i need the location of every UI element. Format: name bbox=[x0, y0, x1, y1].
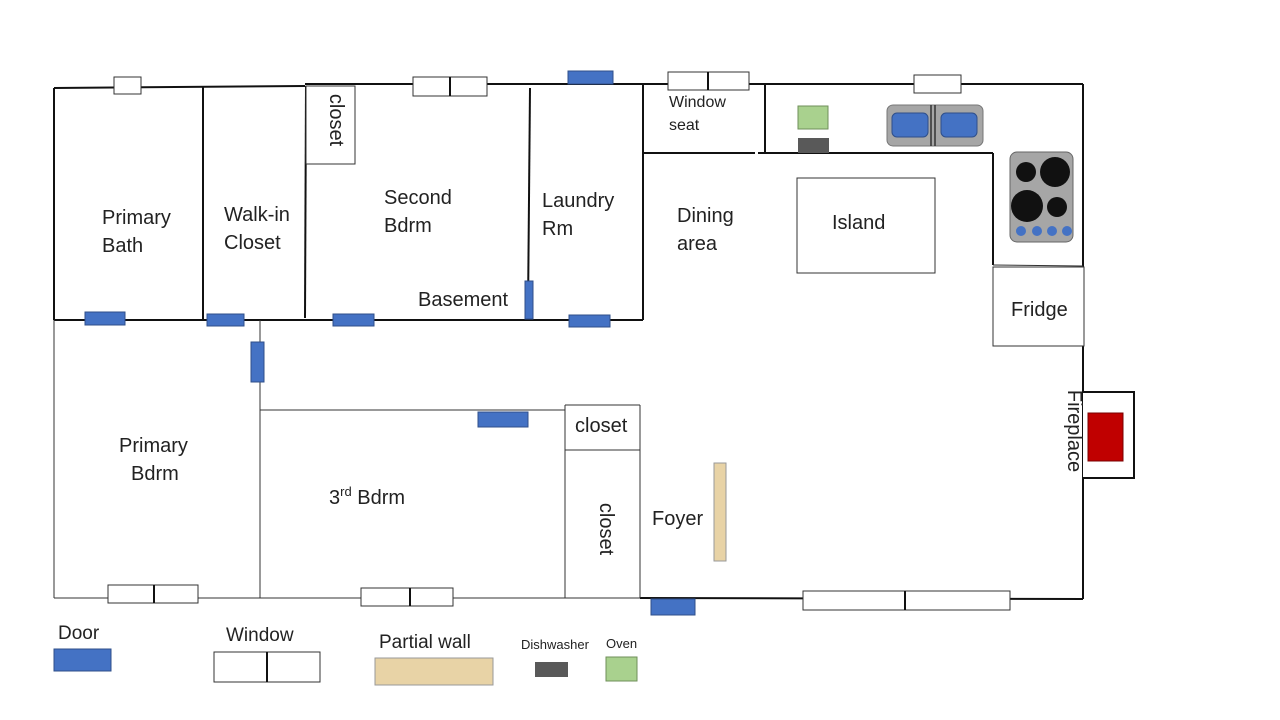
legend-oven-label: Oven bbox=[606, 636, 637, 651]
foyer-partial-wall bbox=[713, 462, 727, 562]
fridge-box bbox=[992, 266, 1085, 347]
oven bbox=[797, 105, 829, 130]
label-foyer: Foyer bbox=[652, 508, 703, 530]
fireplace-firebox bbox=[1087, 412, 1124, 462]
legend-dishwasher-label: Dishwasher bbox=[521, 637, 590, 652]
doors bbox=[84, 70, 696, 616]
top-closet-box bbox=[305, 85, 356, 165]
island-box bbox=[796, 177, 936, 274]
legend-partial-wall-swatch bbox=[374, 657, 494, 686]
label-third-bdrm: 3rd Bdrm bbox=[329, 484, 405, 509]
stove-cooktop-icon bbox=[1009, 151, 1074, 243]
dishwasher bbox=[798, 138, 829, 153]
windows bbox=[107, 71, 1011, 611]
label-basement: Basement bbox=[418, 289, 508, 311]
label-closet-lower: closet bbox=[595, 503, 617, 556]
legend-door-label: Door bbox=[58, 623, 100, 644]
legend-door-swatch bbox=[53, 648, 112, 672]
legend: Door Window Partial wall Dishwasher Oven bbox=[53, 623, 638, 686]
label-island: Island bbox=[832, 212, 885, 234]
legend-oven-swatch bbox=[605, 656, 638, 682]
label-top-closet: closet bbox=[325, 94, 347, 147]
label-closet-upper: closet bbox=[575, 415, 628, 437]
double-sink-icon bbox=[886, 104, 984, 147]
legend-partial-wall-label: Partial wall bbox=[379, 632, 471, 653]
label-fireplace: Fireplace bbox=[1063, 390, 1085, 472]
exterior-walls bbox=[53, 83, 1084, 600]
label-fridge: Fridge bbox=[1011, 299, 1068, 321]
legend-dishwasher-swatch bbox=[535, 662, 568, 677]
lower-walls bbox=[53, 320, 641, 599]
legend-window-label: Window bbox=[226, 625, 294, 646]
